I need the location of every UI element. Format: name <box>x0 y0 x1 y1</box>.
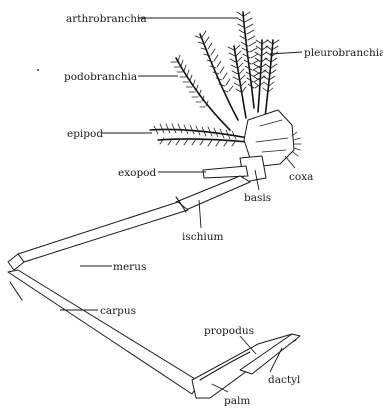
labels: arthrobranchia pleurobranchia podobranch… <box>64 13 383 407</box>
label-podobranchia: podobranchia <box>64 71 137 83</box>
label-coxa: coxa <box>289 171 313 183</box>
label-ischium: ischium <box>182 231 224 243</box>
arthrobranchia-plume <box>237 12 268 112</box>
label-arthrobranchia: arthrobranchia <box>66 13 147 25</box>
label-dactyl: dactyl <box>268 374 301 386</box>
pleurobranchia-plume <box>263 40 279 118</box>
leader-coxa <box>285 156 295 168</box>
label-carpus: carpus <box>100 305 136 317</box>
label-palm: palm <box>224 395 250 407</box>
label-propodus: propodus <box>204 325 254 337</box>
leader-pleurobranchia <box>270 52 302 54</box>
label-pleurobranchia: pleurobranchia <box>304 47 383 59</box>
label-epipod: epipod <box>67 128 103 140</box>
ischium-segment <box>18 176 250 262</box>
speck-mark <box>37 69 39 71</box>
carpus-segment <box>8 270 200 394</box>
label-basis: basis <box>244 192 271 204</box>
podobranchia-plume <box>171 55 230 130</box>
epipod-plume <box>150 124 248 146</box>
label-exopod: exopod <box>118 167 157 179</box>
label-merus: merus <box>113 261 146 273</box>
